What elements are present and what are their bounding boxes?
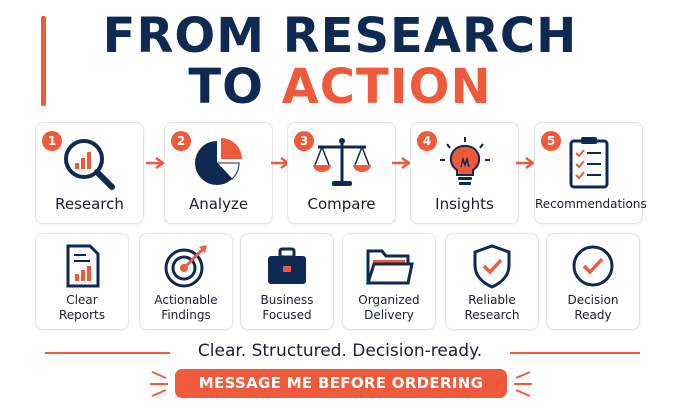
page-title-line2: TO ACTION [0, 63, 680, 111]
step-number-badge: 2 [171, 131, 191, 151]
step-card-insights: 4 Insights [410, 122, 519, 224]
feature-label-line2: Delivery [364, 308, 414, 322]
feature-label: Decision Ready [547, 293, 639, 323]
tagline-rule-left [45, 352, 170, 354]
step-label: Research [55, 195, 124, 213]
feature-label-line1: Reliable [468, 293, 516, 307]
feature-label: Reliable Research [446, 293, 538, 323]
feature-card-decision-ready: Decision Ready [546, 233, 640, 330]
magnifier-chart-icon [63, 139, 115, 190]
feature-label: Clear Reports [36, 293, 128, 323]
title-word-action: ACTION [281, 59, 492, 115]
step-card-research: 1 Research [35, 122, 144, 224]
step-number-badge: 3 [294, 131, 314, 151]
step-label: Insights [435, 195, 494, 213]
step-card-compare: 3 Compare [287, 122, 396, 224]
lightbulb-icon [439, 137, 490, 185]
feature-card-business-focused: Business Focused [240, 233, 334, 330]
target-icon [164, 245, 207, 288]
title-word-to: TO [188, 59, 264, 115]
feature-card-reliable-research: Reliable Research [445, 233, 539, 330]
feature-label-line1: Decision [567, 293, 619, 307]
briefcase-icon [268, 247, 306, 284]
checklist-clipboard-icon [569, 137, 608, 189]
arrow-right-icon [146, 156, 166, 170]
tagline: Clear. Structured. Decision-ready. [197, 341, 483, 361]
title-accent-bar [41, 16, 46, 106]
feature-label-line1: Organized [358, 293, 420, 307]
step-number-badge: 5 [541, 131, 561, 151]
step-card-recommendations: 5 Recommendations [534, 122, 647, 224]
check-circle-icon [572, 245, 614, 287]
feature-label-line2: Findings [161, 308, 211, 322]
arrow-right-icon [392, 156, 412, 170]
folder-icon [365, 249, 414, 285]
feature-label-line1: Business [260, 293, 314, 307]
feature-label-line2: Ready [574, 308, 612, 322]
arrow-right-icon [516, 156, 536, 170]
step-label: Analyze [188, 195, 249, 213]
feature-card-actionable-findings: Actionable Findings [139, 233, 233, 330]
shield-check-icon [473, 244, 511, 289]
pie-chart-icon [194, 138, 242, 185]
sparkle-lines-icon [514, 371, 532, 397]
message-me-button[interactable]: MESSAGE ME BEFORE ORDERING [175, 369, 507, 398]
step-label: Compare [307, 195, 376, 213]
feature-card-organized-delivery: Organized Delivery [342, 233, 436, 330]
feature-label: Business Focused [241, 293, 333, 323]
step-number-badge: 1 [42, 131, 62, 151]
balance-scale-icon [312, 138, 371, 186]
feature-label: Organized Delivery [343, 293, 435, 323]
feature-label-line2: Reports [58, 308, 106, 322]
step-card-analyze: 2 Analyze [164, 122, 273, 224]
step-label: Recommendations [535, 197, 647, 211]
feature-label-line2: Focused [262, 308, 312, 322]
step-number-badge: 4 [417, 131, 437, 151]
report-document-icon [66, 244, 100, 288]
feature-label-line1: Clear [66, 293, 98, 307]
tagline-rule-right [510, 352, 640, 354]
feature-label-line1: Actionable [154, 293, 218, 307]
feature-card-clear-reports: Clear Reports [35, 233, 129, 330]
page-title-line1: FROM RESEARCH [102, 8, 578, 64]
feature-label-line2: Research [464, 308, 520, 322]
feature-label: Actionable Findings [140, 293, 232, 323]
sparkle-lines-icon [150, 371, 168, 397]
